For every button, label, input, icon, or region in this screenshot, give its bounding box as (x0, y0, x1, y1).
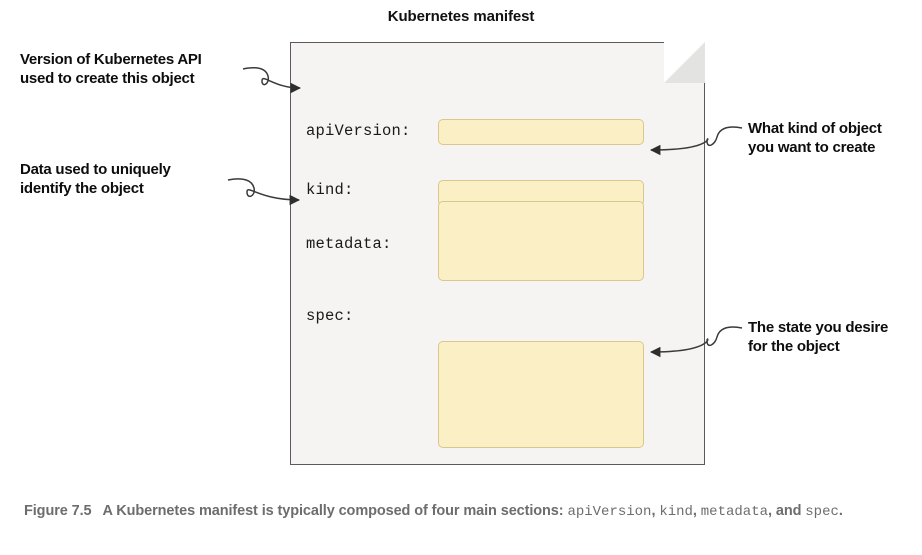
callout-apiversion: Version of Kubernetes API used to create… (20, 50, 280, 88)
manifest-document: apiVersion: kind: metadata: spec: (290, 42, 705, 465)
caption-sep-2: , (692, 503, 701, 519)
callout-spec-line1: The state you desire (748, 319, 889, 336)
callout-apiversion-line2: used to create this object (20, 70, 195, 88)
caption-code-apiversion: apiVersion (567, 504, 652, 520)
field-label-apiversion: apiVersion: (306, 122, 411, 140)
page-title: Kubernetes manifest (387, 8, 535, 25)
field-value-apiversion[interactable] (438, 119, 644, 145)
caption-code-metadata: metadata (700, 504, 768, 520)
caption-sep-4: . (838, 503, 843, 519)
caption-code-spec: spec (805, 504, 839, 520)
page-fold-icon (664, 42, 705, 83)
callout-metadata-line1: Data used to uniquely (20, 161, 171, 178)
callout-spec-line2: for the object (748, 338, 840, 356)
caption-figure-number: Figure 7.5 (24, 503, 92, 519)
field-label-spec: spec: (306, 307, 354, 325)
field-value-metadata[interactable] (438, 201, 644, 281)
callout-kind-line2: you want to create (748, 139, 876, 157)
callout-apiversion-line1: Version of Kubernetes API (20, 51, 202, 68)
field-label-kind: kind: (306, 181, 354, 199)
callout-kind: What kind of object you want to create (748, 119, 922, 157)
caption-text: A Kubernetes manifest is typically compo… (102, 503, 568, 519)
figure-caption: Figure 7.5 A Kubernetes manifest is typic… (24, 500, 904, 524)
callout-spec: The state you desire for the object (748, 318, 922, 356)
callout-metadata: Data used to uniquely identify the objec… (20, 160, 280, 198)
field-value-spec[interactable] (438, 341, 644, 448)
caption-sep-3: , and (768, 503, 806, 519)
field-label-metadata: metadata: (306, 235, 392, 253)
caption-code-kind: kind (659, 504, 693, 520)
caption-sep-1: , (651, 503, 660, 519)
callout-kind-line1: What kind of object (748, 120, 882, 137)
callout-metadata-line2: identify the object (20, 180, 144, 198)
